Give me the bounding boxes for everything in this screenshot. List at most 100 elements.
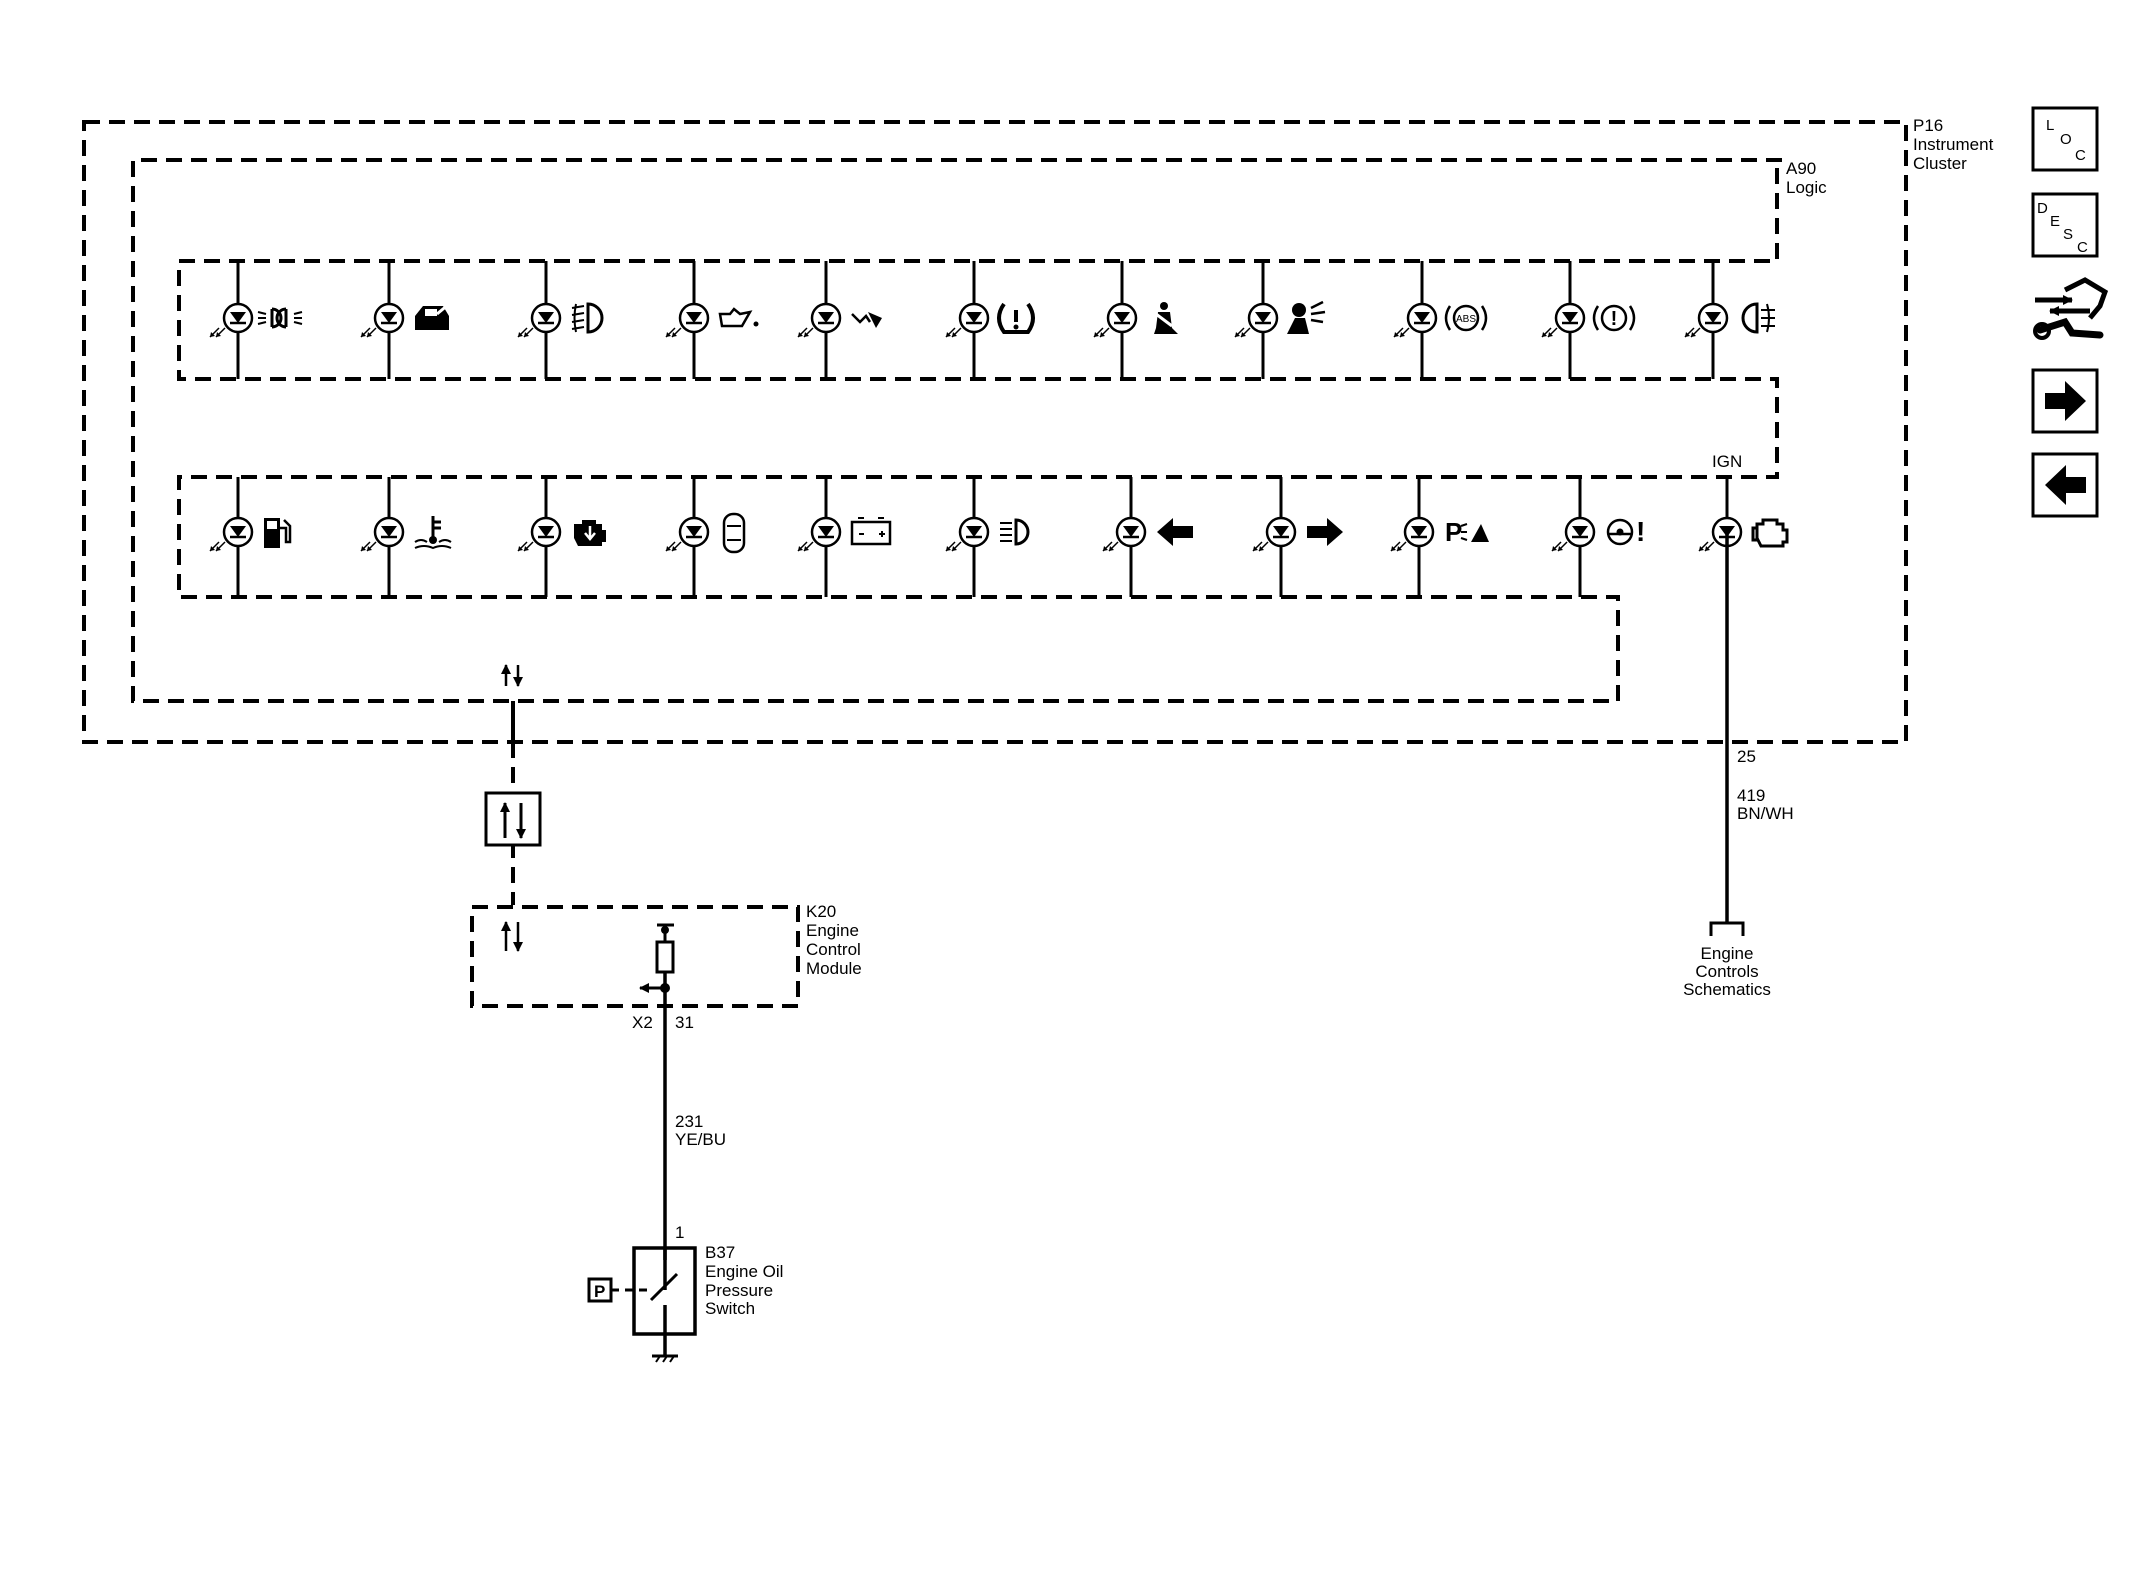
ecm-name-line2: Control [806, 940, 861, 959]
power-steering-warning-icon: ! [1606, 516, 1645, 547]
arrow-right-icon [2045, 381, 2086, 421]
oil-pressure-icon [718, 307, 759, 328]
switch-ref-label: B37 [705, 1243, 735, 1262]
indicator-lamp: ABS [1393, 261, 1488, 379]
ecm-ref-label: K20 [806, 902, 836, 921]
battery-charge-icon [850, 517, 892, 546]
logic-module-boundary [131, 158, 1782, 703]
desc-letter-d: D [2037, 200, 2048, 217]
indicator-lamp [797, 261, 882, 379]
indicator-lamp [1698, 477, 1789, 552]
indicator-lamp [1252, 477, 1343, 597]
service-info-icon [2033, 277, 2109, 340]
ecm-circuit-label: 231 [675, 1112, 703, 1131]
ecm-name-line3: Module [806, 959, 862, 978]
loc-letter-c: C [2075, 147, 2086, 164]
side-marker-lamps-icon [257, 307, 303, 329]
right-turn-signal-icon [1307, 518, 1343, 546]
ignition-circuit [1709, 531, 1745, 936]
svg-text:!: ! [1636, 516, 1645, 547]
desc-letter-e: E [2050, 213, 2060, 230]
indicator-lamp [209, 477, 292, 597]
next-page-button[interactable] [2031, 368, 2099, 434]
indicator-lamp [945, 261, 1035, 379]
indicator-row-2: P! [209, 477, 1789, 597]
high-beam-icon [1000, 518, 1030, 546]
oil-pressure-switch [587, 1246, 697, 1363]
door-ajar-icon [415, 302, 450, 330]
indicator-lamp [1102, 477, 1193, 597]
coolant-temperature-icon [414, 516, 452, 550]
ignition-engine-icon [1751, 518, 1789, 548]
indicator-lamp [665, 261, 759, 379]
tire-pressure-icon [997, 302, 1035, 334]
security-vehicle-icon [722, 512, 746, 554]
loc-letter-o: O [2060, 131, 2072, 148]
svg-text:!: ! [1611, 308, 1618, 330]
desc-button[interactable]: D E S C [2031, 192, 2099, 258]
loc-button[interactable]: L O C [2031, 106, 2099, 172]
indicator-lamp: P [1390, 477, 1489, 597]
indicator-lamp: ! [1551, 477, 1645, 597]
indicator-lamp [797, 477, 892, 597]
brake-warning-icon: ! [1592, 304, 1636, 332]
indicator-lamp [360, 477, 452, 597]
cluster-name-line1: Instrument [1913, 135, 1994, 154]
front-fog-lamp-icon [571, 302, 604, 334]
cluster-pin-label: 25 [1737, 747, 1756, 766]
ecm-pin-label: 31 [675, 1013, 694, 1032]
engine-controls-line1: Engine [1701, 944, 1754, 963]
abs-icon: ABS [1444, 304, 1488, 332]
svg-text:ABS: ABS [1456, 314, 1476, 325]
indicator-lamp: ! [1541, 261, 1636, 379]
cluster-wire-color-label: BN/WH [1737, 804, 1794, 823]
desc-letter-s: S [2063, 226, 2073, 243]
desc-letter-c: C [2077, 239, 2088, 256]
engine-controls-line3: Schematics [1683, 980, 1771, 999]
switch-name-line1: Engine Oil [705, 1262, 783, 1281]
indicator-lamp [945, 477, 1030, 597]
loc-letter-l: L [2046, 117, 2054, 134]
ecm-connector-label: X2 [632, 1013, 653, 1032]
svg-text:P: P [1445, 517, 1462, 547]
cluster-ref-label: P16 [1913, 116, 1943, 135]
switch-name-line2: Pressure [705, 1281, 773, 1300]
malfunction-indicator-icon [574, 520, 606, 546]
ecm-name-line1: Engine [806, 921, 859, 940]
indicator-lamp [360, 261, 450, 379]
switch-pin-label: 1 [675, 1223, 684, 1242]
low-fuel-icon [264, 518, 292, 548]
cluster-circuit-label: 419 [1737, 786, 1765, 805]
indicator-lamp [517, 261, 604, 379]
engine-controls-schematics-link[interactable]: Engine Controls Schematics [1683, 944, 1771, 999]
washer-fluid-icon [851, 312, 882, 328]
ign-label: IGN [1712, 452, 1742, 471]
indicator-lamp [517, 477, 606, 597]
pressure-symbol: P [594, 1282, 605, 1301]
switch-name-line3: Switch [705, 1299, 755, 1318]
indicator-lamp [1234, 261, 1326, 379]
rear-fog-lamp-icon [1741, 302, 1775, 334]
serial-data-link [484, 664, 542, 905]
left-turn-signal-icon [1157, 518, 1193, 546]
airbag-icon [1287, 300, 1326, 334]
engine-controls-line2: Controls [1695, 962, 1758, 981]
cluster-name-line2: Cluster [1913, 154, 1967, 173]
logic-name-label: Logic [1786, 178, 1827, 197]
indicator-lamp [1684, 261, 1775, 379]
ecm-wire-color-label: YE/BU [675, 1130, 726, 1149]
indicator-lamp [665, 477, 746, 597]
arrow-left-icon [2045, 465, 2086, 505]
indicator-lamp [209, 261, 303, 379]
park-assist-icon: P [1445, 517, 1489, 547]
serial-data-symbol [484, 791, 542, 847]
prev-page-button[interactable] [2031, 452, 2099, 518]
ecm-pullup-resistor [639, 923, 675, 1290]
logic-ref-label: A90 [1786, 159, 1816, 178]
ecm-boundary [470, 905, 800, 1008]
indicator-row-1: ABS! [209, 261, 1775, 379]
indicator-lamp [1093, 261, 1178, 379]
service-info-button[interactable] [2033, 277, 2109, 340]
seat-belt-icon [1154, 302, 1178, 334]
